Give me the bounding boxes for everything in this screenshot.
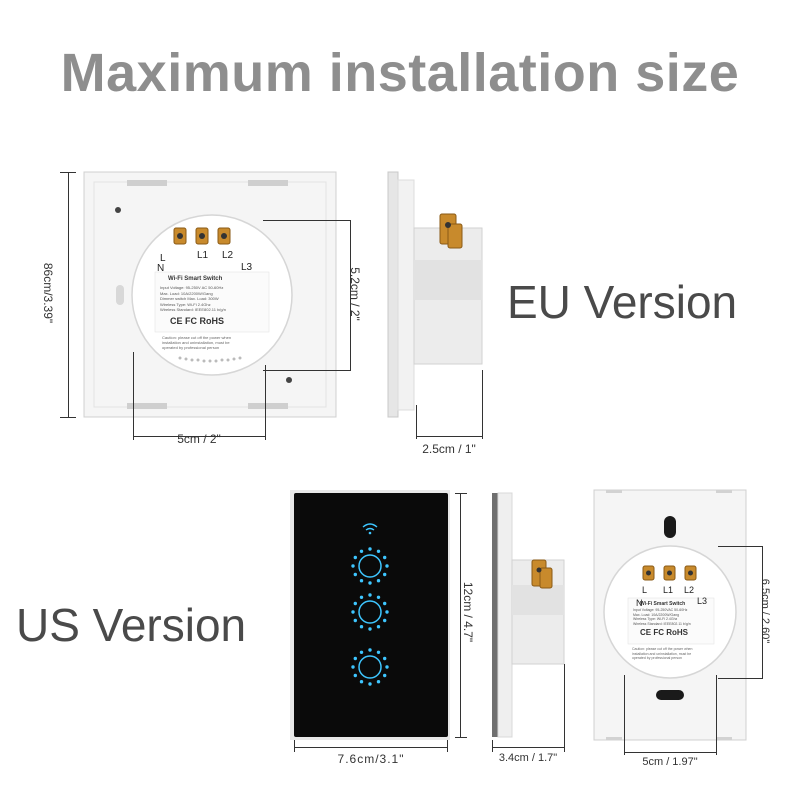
us-front-width-dim: 7.6cm/3.1" — [337, 752, 405, 766]
us-terminal-l2: L2 — [684, 585, 695, 595]
us-depth-dim-line — [492, 747, 564, 748]
eu-height-dim-line — [68, 172, 69, 418]
us-depth-dim-tick-left — [492, 740, 493, 752]
us-back-width-ext-right — [716, 675, 717, 755]
us-circle-dim-line — [762, 546, 763, 679]
eu-terminal-n: N — [157, 263, 165, 274]
eu-depth-dim: 2.5cm / 1" — [422, 442, 476, 456]
us-version-label: US Version — [16, 599, 247, 651]
eu-version-label: EU Version — [507, 276, 738, 328]
us-module-specs: Input Voltage: 95-250VAC 50-60Hz Max. Lo… — [633, 608, 691, 626]
us-circle-dim-tick-top — [718, 546, 762, 547]
page-title: Maximum installation size — [60, 43, 740, 103]
eu-terminal-l: L — [160, 253, 166, 264]
eu-module-specs: Input Voltage: 95-250V AC 50-60Hz Max. L… — [160, 285, 226, 312]
eu-circle-dim-line — [350, 220, 351, 370]
us-module-title: Wi-Fi Smart Switch — [640, 601, 686, 607]
us-circle-dim: 6.5cm / 2.60" — [759, 578, 771, 644]
eu-circle-dim-tick-top — [263, 220, 351, 221]
eu-width-dim-ext-left — [133, 352, 134, 440]
us-depth-dim-ext-right — [564, 664, 565, 752]
eu-caution: Caution: please cut off the power when i… — [162, 335, 232, 350]
eu-height-dim-tick-top — [60, 172, 76, 173]
us-back-width-dim-line — [624, 752, 717, 753]
us-front-width-tick-right — [447, 740, 448, 752]
eu-terminal-l1: L1 — [197, 250, 209, 261]
us-depth-dim: 3.4cm / 1.7" — [498, 752, 558, 764]
us-front-width-dim-line — [294, 747, 448, 748]
eu-terminal-l2: L2 — [222, 250, 234, 261]
eu-width-dim: 5cm / 2" — [177, 432, 221, 446]
eu-cert-marks: CE FC RoHS — [170, 316, 224, 326]
us-terminal-l3: L3 — [697, 596, 708, 606]
eu-width-dim-line — [133, 436, 265, 437]
us-terminal-l: L — [642, 585, 648, 595]
eu-depth-dim-ext-right — [482, 370, 483, 439]
eu-height-dim-tick-bottom — [60, 417, 76, 418]
us-front-width-tick-left — [294, 740, 295, 752]
eu-depth-dim-line — [416, 436, 482, 437]
eu-terminal-l3: L3 — [241, 262, 253, 273]
us-front-height-tick-top — [455, 493, 467, 494]
eu-depth-dim-ext-left — [416, 405, 417, 439]
us-back-width-dim: 5cm / 1.97" — [642, 756, 698, 768]
us-circle-dim-tick-bottom — [718, 678, 762, 679]
us-caution: Caution: please cut off the power when i… — [632, 647, 693, 660]
us-front-height-tick-bottom — [455, 737, 467, 738]
us-back-width-ext-left — [624, 675, 625, 755]
us-terminal-n: N — [636, 598, 643, 608]
eu-circle-dim-tick-bottom — [263, 370, 351, 371]
us-front-height-dim-line — [460, 493, 461, 737]
us-terminal-l1: L1 — [663, 585, 674, 595]
us-cert-marks: CE FC RoHS — [640, 628, 688, 637]
eu-module-title: Wi-Fi Smart Switch — [168, 276, 223, 282]
eu-width-dim-ext-right — [265, 365, 266, 440]
